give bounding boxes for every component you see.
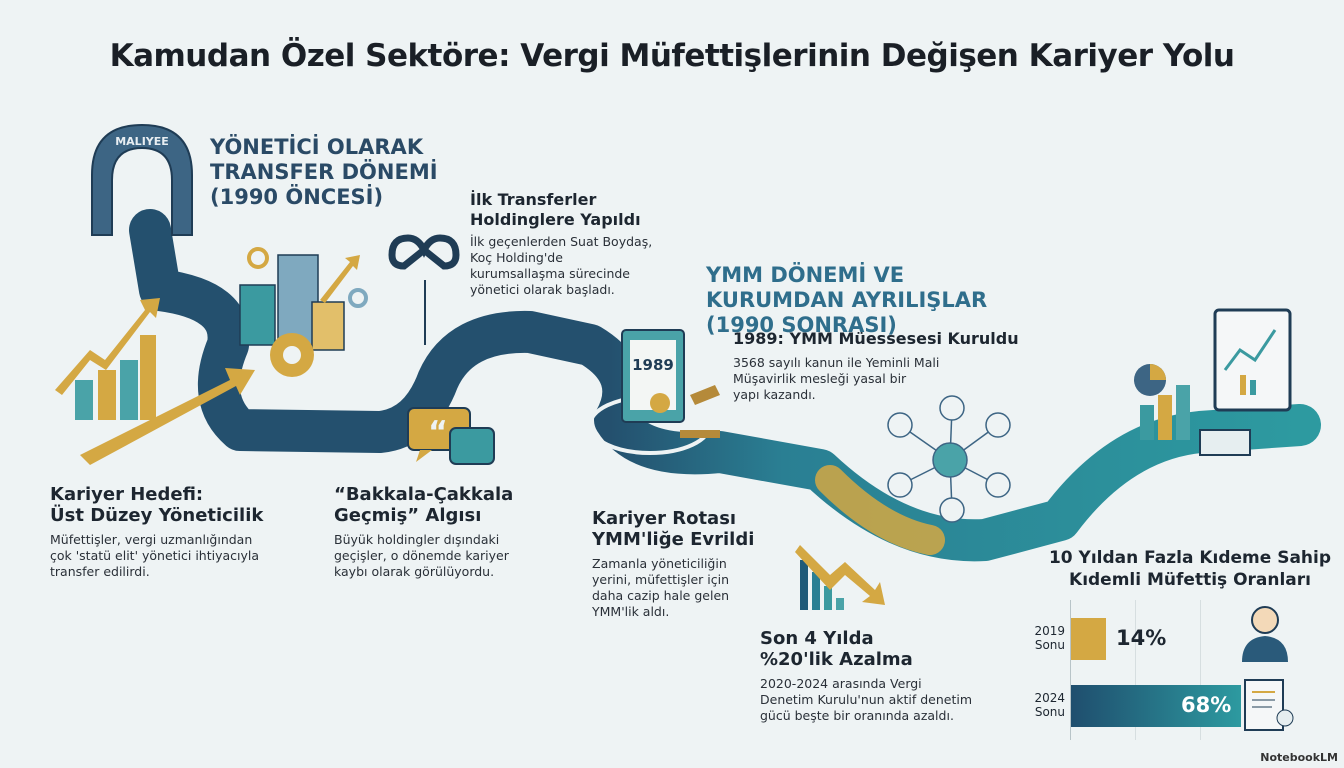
item-title: %20'lik Azalma — [760, 649, 913, 670]
chart-bar — [1071, 685, 1241, 727]
maliye-arch-icon: MALIYEE — [91, 123, 193, 236]
decline-chart-icon — [795, 545, 885, 610]
speech-bubble-icon: “ — [407, 407, 495, 465]
phase-title-line: KURUMDAN AYRILIŞLAR — [706, 288, 988, 312]
text-line: Zamanla yöneticiliğin — [592, 556, 727, 571]
businessman-icon — [1242, 606, 1288, 662]
phase-title-line: TRANSFER DÖNEMİ — [210, 160, 438, 184]
text-line: Denetim Kurulu'nun aktif denetim — [760, 692, 973, 707]
item-text: Büyük holdingler dışındaki geçişler, o d… — [334, 532, 564, 580]
chart-title-line: Kıdemli Müfettiş Oranları — [1069, 570, 1311, 590]
text-line: yerini, müfettişler için — [592, 572, 730, 587]
item-title: “Bakkala-Çakkala — [334, 484, 514, 505]
buildings-icon — [239, 247, 368, 377]
chart-title: 10 Yıldan Fazla Kıdeme Sahip Kıdemli Müf… — [1040, 547, 1340, 591]
chart-value-label: 68% — [1181, 693, 1232, 717]
growth-chart-icon — [55, 298, 255, 465]
text-line: kurumsallaşma sürecinde — [470, 266, 630, 281]
certificate-1989-icon: 1989 — [588, 329, 720, 455]
item-title: İlk Transferler — [470, 190, 597, 209]
phase-post-1990-heading: YMM DÖNEMİ VE KURUMDAN AYRILIŞLAR (1990 … — [706, 263, 987, 338]
item-first-transfers: İlk Transferler Holdinglere Yapıldı İlk … — [470, 190, 700, 298]
chart-bar — [1071, 618, 1106, 660]
chart-gridline — [1135, 600, 1136, 740]
phase-pre-1990-heading: YÖNETİCİ OLARAK TRANSFER DÖNEMİ (1990 ÖN… — [210, 135, 438, 210]
item-title: YMM'liğe Evrildi — [592, 529, 755, 550]
chart-axis — [1070, 600, 1071, 740]
text-line: kaybı olarak görülüyordu. — [334, 564, 495, 579]
text-line: geçişler, o dönemde kariyer — [334, 548, 509, 563]
network-people-icon — [887, 395, 1011, 523]
item-ymm-established: 1989: YMM Müessesesi Kuruldu 3568 sayılı… — [733, 328, 1053, 403]
text-line: YMM'lik aldı. — [592, 604, 670, 619]
text-line: çok 'statü elit' yönetici ihtiyacıyla — [50, 548, 260, 563]
text-line: transfer edilirdi. — [50, 564, 150, 579]
text-line: yönetici olarak başladı. — [470, 282, 615, 297]
dashboard-monitor-icon — [1134, 308, 1292, 456]
page-title: Kamudan Özel Sektöre: Vergi Müfettişleri… — [109, 38, 1235, 74]
notebooklm-watermark: NotebookLM — [1260, 751, 1338, 764]
text-line: 2020-2024 arasında Vergi — [760, 676, 922, 691]
item-text: Müfettişler, vergi uzmanlığından çok 'st… — [50, 532, 310, 580]
chart-gridline — [1200, 600, 1201, 740]
item-decline: Son 4 Yılda %20'lik Azalma 2020-2024 ara… — [760, 628, 1030, 724]
text-line: Büyük holdingler dışındaki — [334, 532, 500, 547]
item-title: Son 4 Yılda — [760, 628, 874, 649]
text-line: gücü beşte bir oranında azaldı. — [760, 708, 954, 723]
item-title: Üst Düzey Yöneticilik — [50, 505, 264, 526]
item-career-route: Kariyer Rotası YMM'liğe Evrildi Zamanla … — [592, 508, 782, 620]
text-line: Koç Holding'de — [470, 250, 563, 265]
certificate-document-icon — [1244, 679, 1294, 731]
quote-mark: “ — [428, 415, 448, 450]
text-line: 3568 sayılı kanun ile Yeminli Mali — [733, 355, 940, 370]
chart-value-label: 14% — [1116, 626, 1167, 650]
phase-title-line: YÖNETİCİ OLARAK — [210, 135, 424, 159]
item-text: 2020-2024 arasında Vergi Denetim Kurulu'… — [760, 676, 1030, 724]
text-line: daha cazip hale gelen — [592, 588, 730, 603]
item-title: Holdinglere Yapıldı — [470, 210, 641, 229]
phase-title-line: (1990 SONRASI) — [706, 313, 897, 337]
arch-label: MALIYEE — [115, 135, 169, 148]
text-line: İlk geçenlerden Suat Boydaş, — [470, 234, 653, 249]
item-title: Kariyer Hedefi: — [50, 484, 204, 505]
item-text: İlk geçenlerden Suat Boydaş, Koç Holding… — [470, 234, 700, 298]
item-text: 3568 sayılı kanun ile Yeminli Mali Müşav… — [733, 355, 1053, 403]
chart-title-line: 10 Yıldan Fazla Kıdeme Sahip — [1048, 548, 1332, 568]
item-career-goal: Kariyer Hedefi: Üst Düzey Yöneticilik Mü… — [50, 484, 310, 580]
phase-title-line: YMM DÖNEMİ VE — [706, 263, 905, 287]
gold-road-segment — [815, 465, 945, 555]
text-line: Müfettişler, vergi uzmanlığından — [50, 532, 253, 547]
item-title: Geçmiş” Algısı — [334, 505, 482, 526]
text-line: Müşavirlik mesleği yasal bir — [733, 371, 907, 386]
koc-holding-logo-icon — [388, 234, 460, 345]
item-title: Kariyer Rotası — [592, 508, 737, 529]
text-line: yapı kazandı. — [733, 387, 816, 402]
certificate-year: 1989 — [632, 356, 674, 374]
career-road — [129, 209, 1321, 562]
phase-title-line: (1990 ÖNCESİ) — [210, 185, 384, 209]
item-text: Zamanla yöneticiliğin yerini, müfettişle… — [592, 556, 782, 620]
item-title: 1989: YMM Müessesesi Kuruldu — [733, 329, 1019, 348]
item-perception: “Bakkala-Çakkala Geçmiş” Algısı Büyük ho… — [334, 484, 564, 580]
